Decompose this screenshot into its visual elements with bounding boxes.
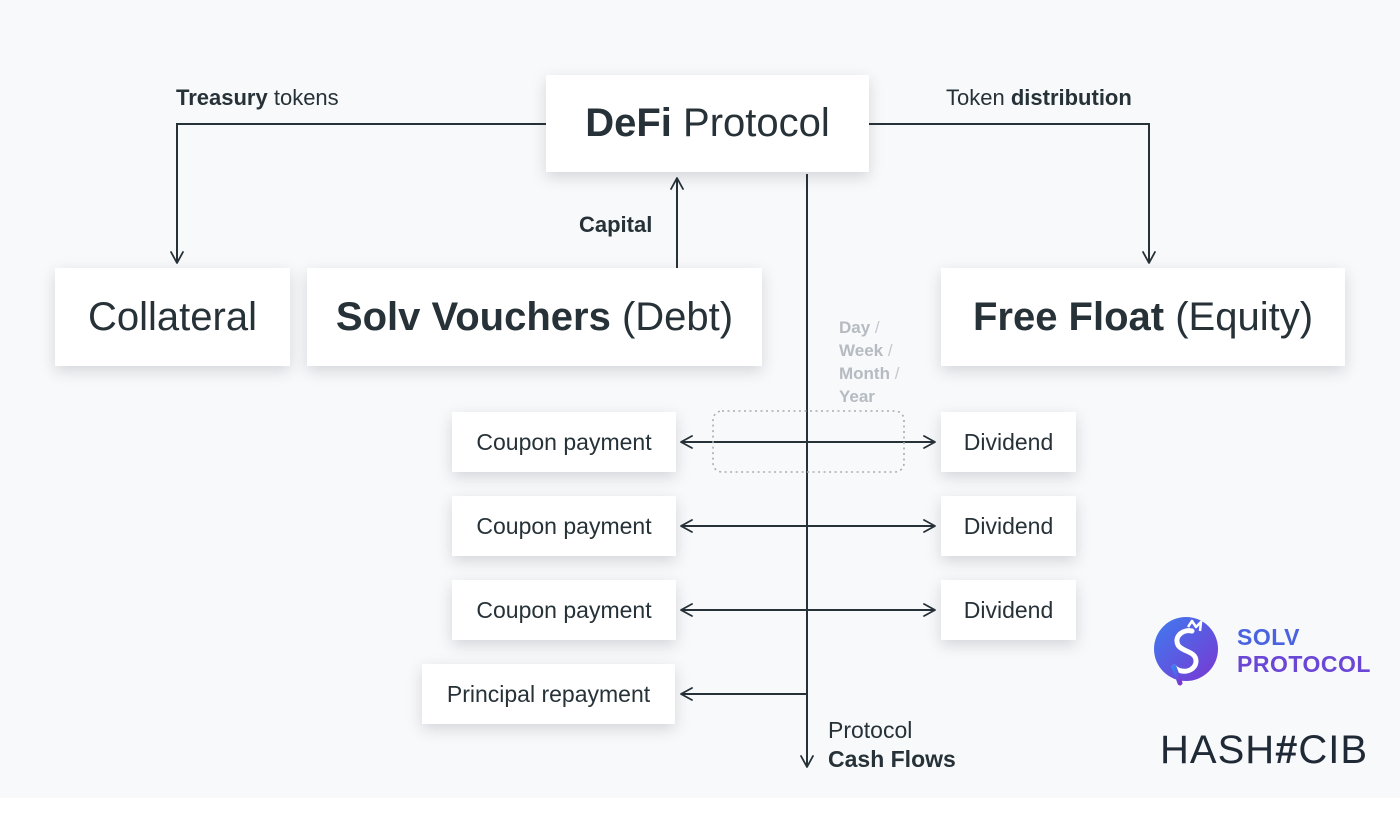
capital-text: Capital <box>579 212 653 237</box>
solv-wordmark-line2: PROTOCOL <box>1237 651 1371 677</box>
coupon-payment-box: Coupon payment <box>452 580 676 640</box>
defi-protocol-box: DeFi Protocol <box>546 75 869 172</box>
collateral-box: Collateral <box>55 268 290 366</box>
equity-box-bold: Free Float <box>972 294 1165 339</box>
hash-logo-right: CIB <box>1298 728 1369 772</box>
dividend-box: Dividend <box>941 496 1076 556</box>
period-dotted-frame <box>712 410 905 473</box>
treasury-tokens-label: Treasury tokens <box>176 85 339 111</box>
defi-protocol-bold: DeFi <box>585 101 672 145</box>
period-day: Day <box>839 318 871 337</box>
principal-repayment-label: Principal repayment <box>446 680 651 707</box>
coupon-payment-label: Coupon payment <box>476 428 652 455</box>
solv-protocol-logo-icon <box>1154 617 1218 686</box>
protocol-cash-flows-label: Protocol Cash Flows <box>828 716 956 774</box>
payment-period-label: Day / Week / Month / Year <box>839 316 899 408</box>
period-week: Week <box>839 341 884 360</box>
dividend-label: Dividend <box>963 596 1054 623</box>
period-sep: / <box>883 341 893 360</box>
hash-logo-left: HASH <box>1160 728 1276 772</box>
treasury-bold: Treasury <box>176 85 268 110</box>
dividend-label: Dividend <box>963 512 1054 539</box>
period-year: Year <box>839 387 875 406</box>
defi-protocol-rest: Protocol <box>671 101 830 145</box>
period-sep: / <box>870 318 880 337</box>
coupon-payment-label: Coupon payment <box>476 596 652 623</box>
distribution-bold: distribution <box>1010 85 1132 110</box>
equity-box-rest: (Equity) <box>1164 294 1314 339</box>
solv-vouchers-debt-box: Solv Vouchers (Debt) <box>307 268 762 366</box>
distribution-plain: Token <box>946 85 1011 110</box>
hashcib-logo: HASH#CIB <box>1160 728 1368 773</box>
collateral-label: Collateral <box>88 294 257 339</box>
period-month: Month <box>839 364 890 383</box>
solv-wordmark-line1: SOLV <box>1237 624 1300 650</box>
coupon-payment-box: Coupon payment <box>452 496 676 556</box>
coupon-payment-box: Coupon payment <box>452 412 676 472</box>
dividend-box: Dividend <box>941 580 1076 640</box>
period-sep: / <box>889 364 900 383</box>
solv-protocol-wordmark: SOLV PROTOCOL <box>1237 624 1371 678</box>
coupon-payment-label: Coupon payment <box>476 512 652 539</box>
debt-box-bold: Solv Vouchers <box>335 294 611 339</box>
cash-flows-line1: Protocol <box>828 717 913 743</box>
principal-repayment-box: Principal repayment <box>422 664 675 724</box>
token-distribution-label: Token distribution <box>946 85 1132 111</box>
hash-logo-mark: # <box>1275 728 1299 772</box>
treasury-connector <box>170 123 546 264</box>
dividend-box: Dividend <box>941 412 1076 472</box>
debt-box-rest: (Debt) <box>610 294 734 339</box>
cash-flows-line2: Cash Flows <box>828 746 956 772</box>
distribution-connector <box>868 123 1156 264</box>
treasury-rest: tokens <box>267 85 339 110</box>
free-float-equity-box: Free Float (Equity) <box>941 268 1345 366</box>
dividend-label: Dividend <box>963 428 1054 455</box>
capital-label: Capital <box>579 212 652 238</box>
